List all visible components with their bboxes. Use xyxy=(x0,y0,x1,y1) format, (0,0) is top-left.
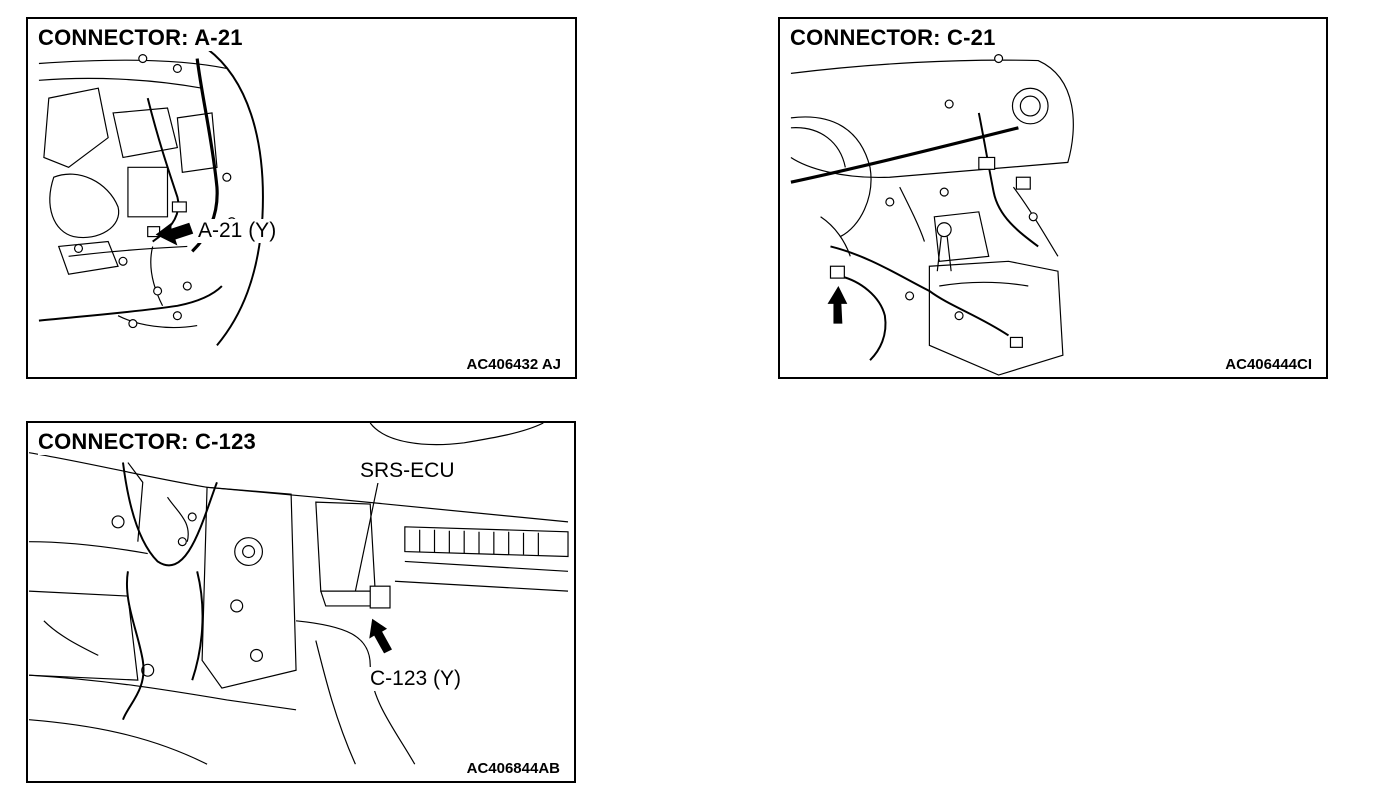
connector-callout: C-123 (Y) xyxy=(368,667,464,691)
arrow-icon xyxy=(155,222,194,246)
arrow-icon xyxy=(369,618,392,654)
figure-code: AC406444CI xyxy=(1221,356,1312,373)
arrow-icon xyxy=(827,286,848,324)
figure-panel-a21: CONNECTOR: A-21 A-21 (Y) AC406432 AJ xyxy=(26,17,577,379)
figure-code: AC406432 AJ xyxy=(462,356,561,373)
instrument-panel-illustration xyxy=(790,54,1074,376)
srs-ecu-label: SRS-ECU xyxy=(358,459,457,483)
connector-callout: A-21 (Y) xyxy=(196,219,279,243)
panel-title: CONNECTOR: C-123 xyxy=(38,429,260,455)
floor-ecu-illustration xyxy=(28,423,569,765)
panel-title: CONNECTOR: A-21 xyxy=(38,25,247,51)
figure-panel-c123: CONNECTOR: C-123 SRS-ECU C-123 (Y) AC406… xyxy=(26,421,576,783)
figure-panel-c21: CONNECTOR: C-21 AC406444CI xyxy=(778,17,1328,379)
panel-title: CONNECTOR: C-21 xyxy=(790,25,1000,51)
figure-code: AC406844AB xyxy=(462,760,560,777)
